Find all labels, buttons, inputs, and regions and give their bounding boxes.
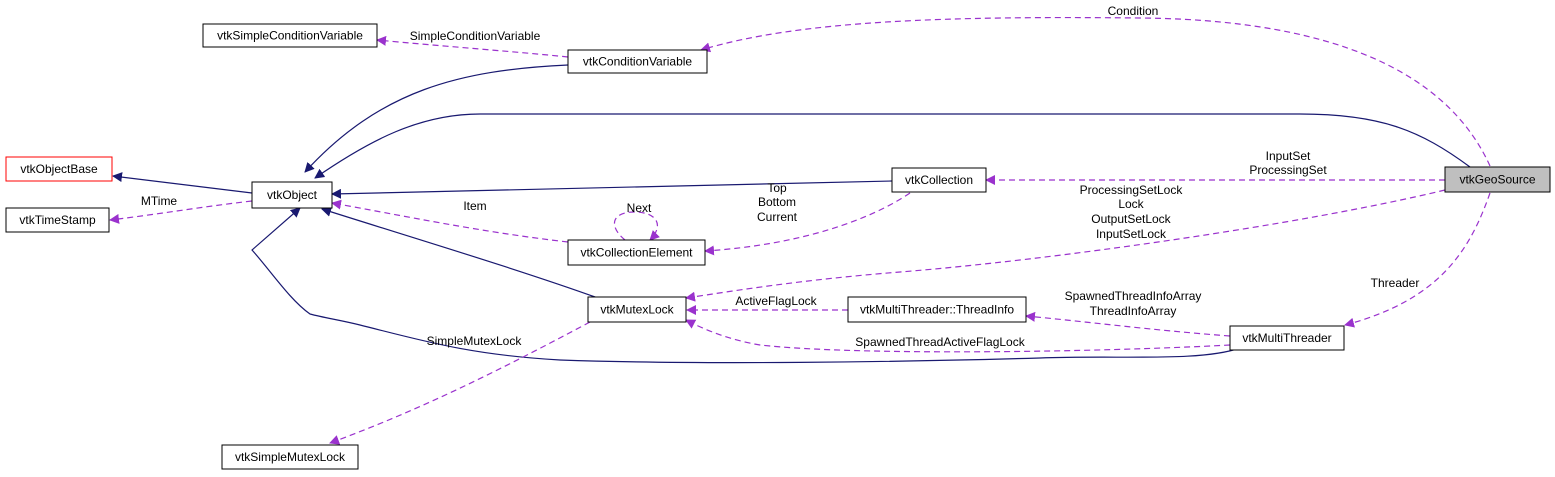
edge-multithreader-inherits-object — [251, 207, 1241, 364]
label-input-set: InputSet — [1266, 149, 1311, 163]
node-label: vtkCollection — [905, 173, 973, 187]
edge-conditionvariable-inherits-object — [304, 64, 569, 173]
edge-collection-inherits-object — [331, 180, 893, 199]
label-mtime: MTime — [141, 194, 178, 208]
label-current: Current — [757, 210, 798, 224]
node-vtkcollection[interactable]: vtkCollection — [891, 167, 987, 193]
node-vtktimestamp[interactable]: vtkTimeStamp — [5, 207, 110, 233]
label-simple-mutex-lock: SimpleMutexLock — [427, 334, 523, 348]
label-spawned-thread-active-flag-lock: SpawnedThreadActiveFlagLock — [855, 335, 1025, 349]
node-vtkmultithreader-threadinfo[interactable]: vtkMultiThreader::ThreadInfo — [847, 296, 1027, 323]
edge-locks — [685, 189, 1446, 302]
label-thread-info-array: ThreadInfoArray — [1090, 304, 1177, 318]
node-label: vtkObject — [267, 188, 318, 202]
node-label: vtkMutexLock — [600, 303, 674, 317]
edge-threadinfoarray — [1025, 311, 1231, 337]
label-output-set-lock: OutputSetLock — [1091, 212, 1171, 226]
edge-geosource-inherits-object — [314, 113, 1471, 179]
edge-threader — [1344, 192, 1491, 328]
edge-mutexlock-inherits-object — [321, 206, 599, 299]
node-vtksimplemutexlock[interactable]: vtkSimpleMutexLock — [221, 444, 359, 470]
node-label: vtkGeoSource — [1459, 173, 1535, 187]
edge-mtime — [109, 200, 253, 224]
node-label: vtkConditionVariable — [583, 55, 692, 69]
node-vtkmutexlock[interactable]: vtkMutexLock — [587, 296, 687, 323]
label-input-set-lock: InputSetLock — [1096, 227, 1167, 241]
label-threader: Threader — [1371, 276, 1420, 290]
label-spawned-thread-info-array: SpawnedThreadInfoArray — [1065, 289, 1202, 303]
edge-simpleconditionvariable — [376, 35, 569, 58]
label-lock: Lock — [1118, 197, 1144, 211]
label-condition: Condition — [1108, 4, 1159, 18]
edge-top-bottom-current — [704, 192, 911, 256]
node-vtkobjectbase[interactable]: vtkObjectBase — [5, 156, 113, 182]
node-vtkconditionvariable[interactable]: vtkConditionVariable — [567, 49, 708, 74]
edge-simplemutexlock — [329, 321, 591, 445]
node-label: vtkMultiThreader::ThreadInfo — [860, 303, 1014, 317]
edge-item — [331, 199, 569, 243]
label-active-flag-lock: ActiveFlagLock — [735, 294, 817, 308]
node-label: vtkObjectBase — [20, 162, 98, 176]
node-label: vtkMultiThreader — [1242, 331, 1331, 345]
label-item: Item — [463, 199, 486, 213]
label-top: Top — [767, 181, 787, 195]
node-label: vtkTimeStamp — [19, 213, 96, 227]
node-label: vtkSimpleConditionVariable — [217, 29, 363, 43]
label-processing-set-lock: ProcessingSetLock — [1080, 183, 1184, 197]
edge-next — [613, 211, 660, 241]
node-label: vtkSimpleMutexLock — [235, 450, 346, 464]
edge-spawnedthreadactiveflaglock — [685, 319, 1231, 353]
edge-objectbase-to-object — [112, 172, 253, 194]
label-bottom: Bottom — [758, 195, 796, 209]
node-vtkgeosource[interactable]: vtkGeoSource — [1444, 166, 1551, 193]
edge-condition — [700, 16, 1491, 167]
node-label: vtkCollectionElement — [580, 246, 693, 260]
node-vtksimpleconditionvariable[interactable]: vtkSimpleConditionVariable — [202, 23, 378, 48]
node-vtkcollectionelement[interactable]: vtkCollectionElement — [567, 239, 706, 266]
edge-labels: Condition SimpleConditionVariable MTime … — [141, 4, 1419, 349]
label-next: Next — [627, 201, 652, 215]
label-simple-condition-variable: SimpleConditionVariable — [410, 29, 541, 43]
node-vtkobject[interactable]: vtkObject — [251, 181, 333, 209]
node-vtkmultithreader[interactable]: vtkMultiThreader — [1229, 325, 1345, 351]
label-processing-set: ProcessingSet — [1249, 163, 1327, 177]
